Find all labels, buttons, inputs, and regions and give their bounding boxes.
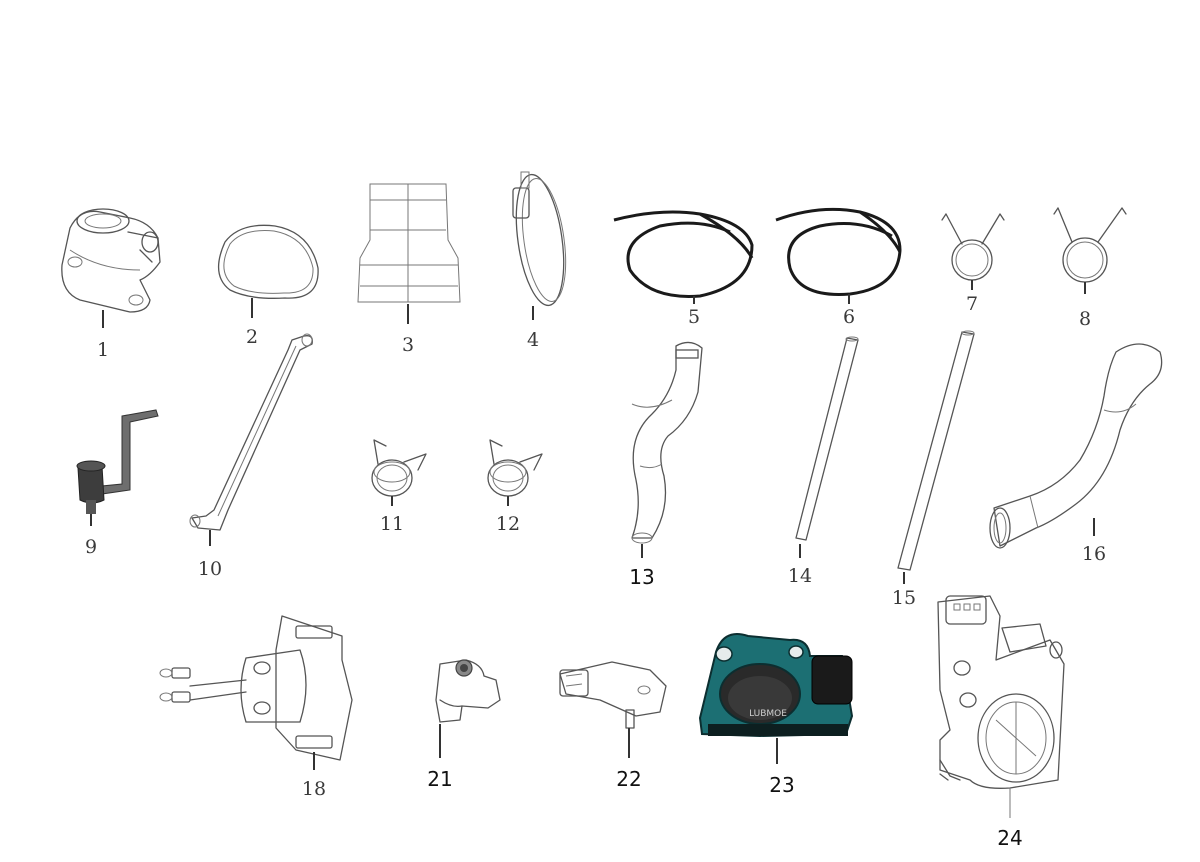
- part-22-map-sensor: 22: [559, 661, 667, 791]
- label-21: 21: [427, 767, 452, 791]
- label-12: 12: [496, 513, 520, 535]
- label-4: 4: [527, 329, 539, 351]
- label-9: 9: [85, 536, 97, 558]
- label-11: 11: [380, 513, 404, 535]
- part-5-fuel-hose-coil-a: 5: [613, 210, 754, 328]
- label-14: 14: [788, 565, 812, 587]
- part-3-air-boot-sleeve: 3: [357, 183, 461, 356]
- part-16-formed-intake-hose: 16: [989, 343, 1163, 565]
- part-24-throttle-body: 24: [937, 595, 1065, 850]
- sensor-23-marking: LUBMOE: [749, 709, 787, 719]
- part-7-wire-spring-clip-small: 7: [941, 213, 1005, 315]
- part-8-wire-spring-clip-large: 8: [1053, 207, 1127, 330]
- label-5: 5: [688, 306, 700, 328]
- label-23: 23: [769, 773, 794, 797]
- label-3: 3: [402, 334, 414, 356]
- part-12-spring-clamp-b: 12: [487, 439, 543, 535]
- part-18-ignition-coil-sensor: 18: [159, 615, 353, 800]
- label-15: 15: [892, 587, 916, 609]
- part-4-hose-clamp-band: 4: [512, 171, 567, 351]
- part-1-intake-manifold: 1: [61, 208, 161, 361]
- part-14-straight-tube-short: 14: [788, 336, 859, 587]
- part-11-spring-clamp-a: 11: [371, 439, 427, 535]
- label-2: 2: [246, 326, 258, 348]
- label-7: 7: [966, 293, 978, 315]
- part-6-fuel-hose-coil-b: 6: [775, 207, 902, 328]
- label-6: 6: [843, 306, 855, 328]
- part-15-straight-tube-long: 15: [892, 330, 975, 609]
- label-13: 13: [629, 565, 654, 589]
- label-22: 22: [616, 767, 641, 791]
- part-21-pressure-sensor: 21: [427, 659, 501, 791]
- label-10: 10: [198, 558, 222, 580]
- part-2-o-ring: 2: [218, 224, 319, 348]
- label-8: 8: [1079, 308, 1091, 330]
- label-1: 1: [97, 339, 109, 361]
- part-23-throttle-position-sensor: LUBMOE 23: [698, 633, 854, 797]
- label-18: 18: [302, 778, 326, 800]
- part-10-bent-breather-tube: 10: [189, 333, 313, 580]
- part-9-bracket-with-grommet: 9: [76, 409, 159, 558]
- label-24: 24: [997, 826, 1022, 850]
- label-16: 16: [1082, 543, 1106, 565]
- part-13-curved-coolant-hose: 13: [629, 341, 703, 589]
